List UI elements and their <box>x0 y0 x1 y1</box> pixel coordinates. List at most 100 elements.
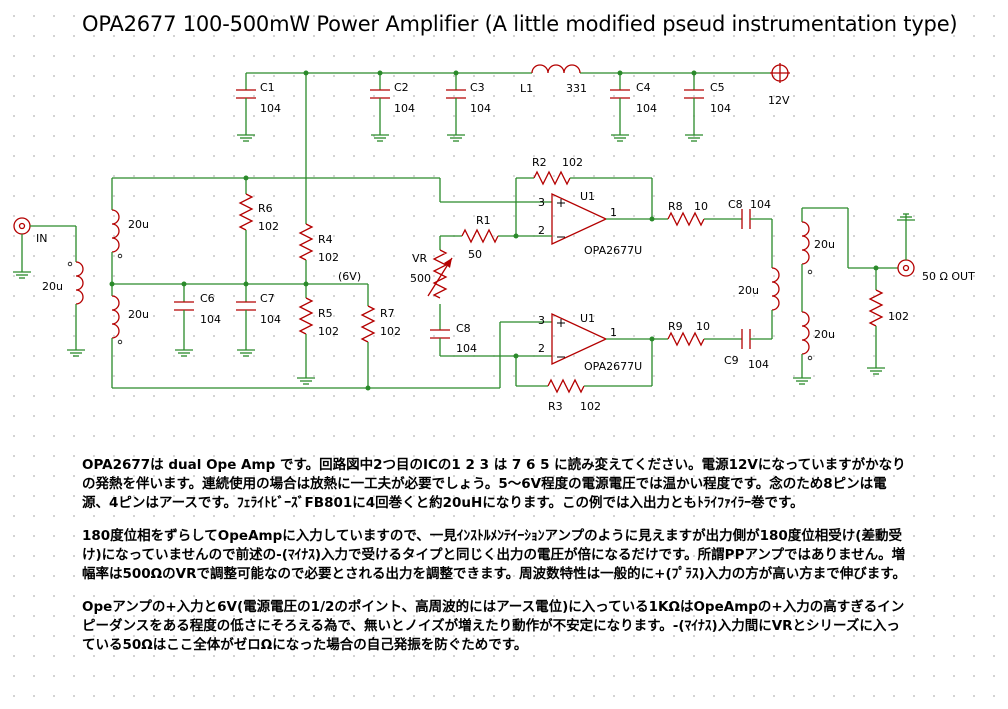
resistor-r5 <box>296 284 316 385</box>
resistor-r4 <box>298 73 314 284</box>
upper-input-wire <box>112 175 552 203</box>
label-u1a: U1 <box>580 190 595 203</box>
label-r9: R9 <box>668 320 683 333</box>
description-notes: OPA2677は dual Ope Amp です。回路図中2つ目のICの1 2 … <box>82 456 912 669</box>
label-c3: C3 <box>470 81 485 94</box>
label-vr: VR <box>412 252 428 265</box>
opamp-u1a <box>551 192 655 246</box>
label-c6-value: 104 <box>200 313 221 326</box>
label-r2: R2 <box>532 156 547 169</box>
page-title: OPA2677 100-500mW Power Amplifier (A lit… <box>82 12 958 36</box>
label-r1: R1 <box>476 214 491 227</box>
resistor-r7 <box>360 284 376 391</box>
mid-rail-6v <box>112 281 368 287</box>
label-c1-value: 104 <box>260 102 281 115</box>
label-r3: R3 <box>548 400 563 413</box>
resistor-rout <box>866 268 886 375</box>
label-c7: C7 <box>260 292 275 305</box>
label-vr-value: 500 <box>410 272 431 285</box>
label-t2-lower: 20u <box>814 328 835 341</box>
capacitor-c2 <box>370 73 390 142</box>
label-u1a-pin2: 2 <box>538 224 545 237</box>
output-transformer-primary <box>771 219 780 339</box>
label-r8-value: 10 <box>694 200 708 213</box>
label-r5-value: 102 <box>318 325 339 338</box>
label-c1: C1 <box>260 81 275 94</box>
label-r6-value: 102 <box>258 220 279 233</box>
label-r7-value: 102 <box>380 325 401 338</box>
label-r3-value: 102 <box>580 400 601 413</box>
label-c8-left-value: 104 <box>456 342 477 355</box>
label-r4: R4 <box>318 233 333 246</box>
opamp-u1b <box>551 312 655 366</box>
label-c8-left: C8 <box>456 322 471 335</box>
label-u1b-pin3: 3 <box>538 314 545 327</box>
resistor-r8 <box>652 211 742 227</box>
label-r2-value: 102 <box>562 156 583 169</box>
capacitor-c9 <box>741 329 772 349</box>
label-c8-right-value: 104 <box>750 198 771 211</box>
output-wire <box>848 265 898 271</box>
label-c2: C2 <box>394 81 409 94</box>
label-r5: R5 <box>318 307 333 320</box>
label-c6: C6 <box>200 292 215 305</box>
label-r6: R6 <box>258 202 273 215</box>
label-mid-voltage: (6V) <box>338 270 361 283</box>
label-t2-upper: 20u <box>814 238 835 251</box>
label-u1b: U1 <box>580 312 595 325</box>
resistor-r3 <box>515 339 653 394</box>
resistor-r9 <box>652 331 742 347</box>
label-r4-value: 102 <box>318 251 339 264</box>
label-in: IN <box>36 232 47 245</box>
label-l1-value: 331 <box>566 82 587 95</box>
label-c5-value: 104 <box>710 102 731 115</box>
resistor-r1 <box>439 228 516 250</box>
label-t1-upper: 20u <box>128 218 149 231</box>
label-c8-right: C8 <box>728 198 743 211</box>
capacitor-c6 <box>174 284 194 357</box>
capacitor-c4 <box>610 73 630 142</box>
label-c4-value: 104 <box>636 102 657 115</box>
label-u1a-pin3: 3 <box>538 196 545 209</box>
label-c3-value: 104 <box>470 102 491 115</box>
input-transformer-primary <box>66 261 86 357</box>
label-u1b-pin2: 2 <box>538 342 545 355</box>
lower-input-wire <box>112 321 552 389</box>
supply-rail <box>246 63 790 83</box>
note-paragraph: OPA2677は dual Ope Amp です。回路図中2つ目のICの1 2 … <box>82 457 906 511</box>
inductor-l1 <box>531 64 581 74</box>
label-l1: L1 <box>520 82 533 95</box>
variable-resistor-vr <box>427 249 453 330</box>
label-u1b-pin1: 1 <box>610 326 617 339</box>
input-transformer-secondary <box>109 178 123 388</box>
capacitor-c7 <box>236 284 256 357</box>
label-u1a-part: OPA2677U <box>584 244 642 257</box>
resistor-r6 <box>238 178 254 284</box>
capacitor-c1 <box>236 73 256 142</box>
capacitor-c8-right <box>741 209 772 229</box>
label-r8: R8 <box>668 200 683 213</box>
label-t1-primary: 20u <box>42 280 63 293</box>
resistor-r2 <box>515 170 653 236</box>
label-r1-value: 50 <box>468 248 482 261</box>
label-c7-value: 104 <box>260 313 281 326</box>
output-connector <box>897 213 915 277</box>
note-paragraph: Opeアンプの+入力と6V(電源電圧の1/2のポイント、高周波的にはアース電位)… <box>82 599 905 653</box>
label-c9: C9 <box>724 354 739 367</box>
label-t2-primary: 20u <box>738 284 759 297</box>
label-r7: R7 <box>380 307 395 320</box>
label-output: 50 Ω OUT <box>922 270 975 283</box>
output-transformer-secondary <box>792 207 849 385</box>
capacitor-c8-left <box>430 329 552 359</box>
label-t1-lower: 20u <box>128 308 149 321</box>
label-c9-value: 104 <box>748 358 769 371</box>
label-u1a-pin1: 1 <box>610 206 617 219</box>
input-connector <box>12 217 77 279</box>
label-c2-value: 104 <box>394 102 415 115</box>
label-rout-value: 102 <box>888 310 909 323</box>
label-r9-value: 10 <box>696 320 710 333</box>
label-supply-voltage: 12V <box>768 94 790 107</box>
schematic-diagram: C1 104 C2 104 C3 104 L1 331 C4 104 C5 10… <box>12 63 975 413</box>
label-c4: C4 <box>636 81 651 94</box>
